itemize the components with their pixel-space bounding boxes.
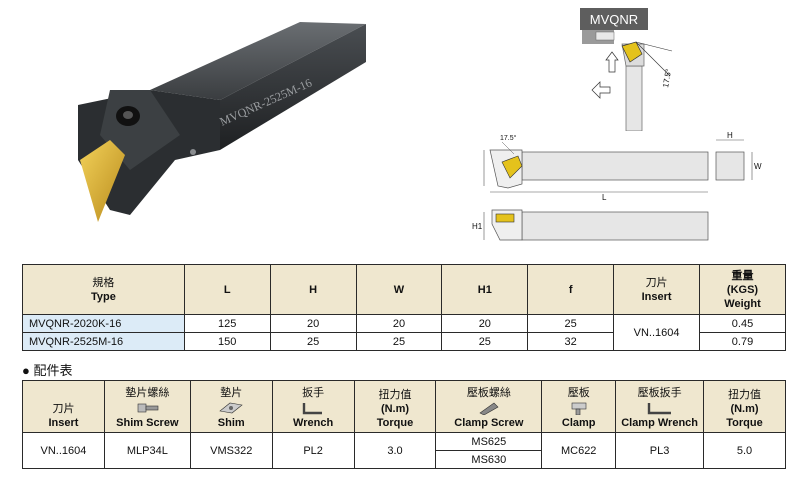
mvqnr-top-diagram: MVQNR 17.5° — [580, 8, 673, 131]
header-f: f — [527, 264, 615, 315]
cell-shim: VMS322 — [189, 432, 273, 469]
cell-type: MVQNR-2020K-16 — [22, 314, 185, 333]
dim-H1: H1 — [472, 222, 483, 231]
cell-torque-2: 5.0 — [703, 432, 786, 469]
cell-H1: 25 — [441, 332, 529, 351]
cell-type: MVQNR-2525M-16 — [22, 332, 185, 351]
cell-W: 25 — [355, 332, 443, 351]
table-row: VN..1604 MLP34L VMS322 PL2 3.0 MS625 MC6… — [22, 432, 786, 469]
shim-icon — [219, 402, 243, 414]
angle-side: 17.5° — [500, 134, 517, 142]
cell-clamp-wrench: PL3 — [615, 432, 705, 469]
wrench-icon — [302, 403, 323, 415]
clamp-icon — [571, 402, 587, 415]
dim-L: L — [602, 193, 607, 202]
cell-W: 20 — [355, 314, 443, 333]
cell-weight: 0.79 — [699, 332, 786, 351]
accessories-title: ● 配件表 — [22, 363, 73, 378]
table-row: MVQNR-2020K-16 125 20 20 20 25 VN..1604 … — [22, 314, 786, 351]
cell-H: 25 — [269, 332, 357, 351]
cell-f: 25 — [527, 314, 615, 333]
header-H: H — [269, 264, 357, 315]
angle-top: 17.5° — [661, 68, 673, 88]
clamp-wrench-icon — [647, 403, 671, 415]
header-clamp-wrench: 壓板扳手 Clamp Wrench — [615, 380, 705, 433]
table-row: MVQNR-2525M-16 150 25 25 25 32 0.79 — [22, 332, 786, 351]
cell-L: 150 — [183, 332, 271, 351]
table-row: MS630 — [23, 450, 786, 469]
cell-insert: VN..1604 — [22, 432, 105, 469]
cell-L: 125 — [183, 314, 271, 333]
insert-image — [80, 140, 125, 222]
cell-H1: 20 — [441, 314, 529, 333]
header-clamp: 壓板 Clamp — [541, 380, 617, 433]
header-W: W — [355, 264, 443, 315]
shim-screw-icon — [138, 403, 159, 413]
header-L: L — [183, 264, 271, 315]
header-shim: 墊片 Shim — [189, 380, 273, 433]
dim-H: H — [727, 131, 733, 140]
cell-shim-screw: MLP34L — [103, 432, 191, 469]
header-torque-2: 扭力值(N.m)Torque — [703, 380, 786, 433]
cell-f: 32 — [527, 332, 615, 351]
clamp-screw-icon — [479, 402, 499, 415]
cell-weight: 0.45 — [699, 314, 786, 333]
header-torque: 扭力值(N.m)Torque — [353, 380, 437, 433]
cell-torque: 3.0 — [353, 432, 437, 469]
dimension-diagram: L 17.5° H W H1 — [472, 131, 762, 241]
code-label: MVQNR — [590, 12, 638, 27]
header-weight: 重量(KGS)Weight — [699, 264, 786, 315]
dim-W: W — [754, 162, 762, 171]
header-shim-screw: 墊片螺絲 Shim Screw — [103, 380, 191, 433]
cell-H: 20 — [269, 314, 357, 333]
cell-clamp-screw-2: MS630 — [435, 450, 543, 469]
cell-insert: VN..1604 — [613, 314, 701, 351]
header-H1: H1 — [441, 264, 529, 315]
tool-holder-photo: MVQNR-2525M-16 — [78, 22, 366, 222]
cell-wrench: PL2 — [271, 432, 355, 469]
cell-clamp: MC622 — [541, 432, 617, 469]
header-wrench: 扳手 Wrench — [271, 380, 355, 433]
header-clamp-screw: 壓板螺絲 Clamp Screw — [435, 380, 543, 433]
cell-clamp-screw-1: MS625 — [435, 432, 543, 451]
